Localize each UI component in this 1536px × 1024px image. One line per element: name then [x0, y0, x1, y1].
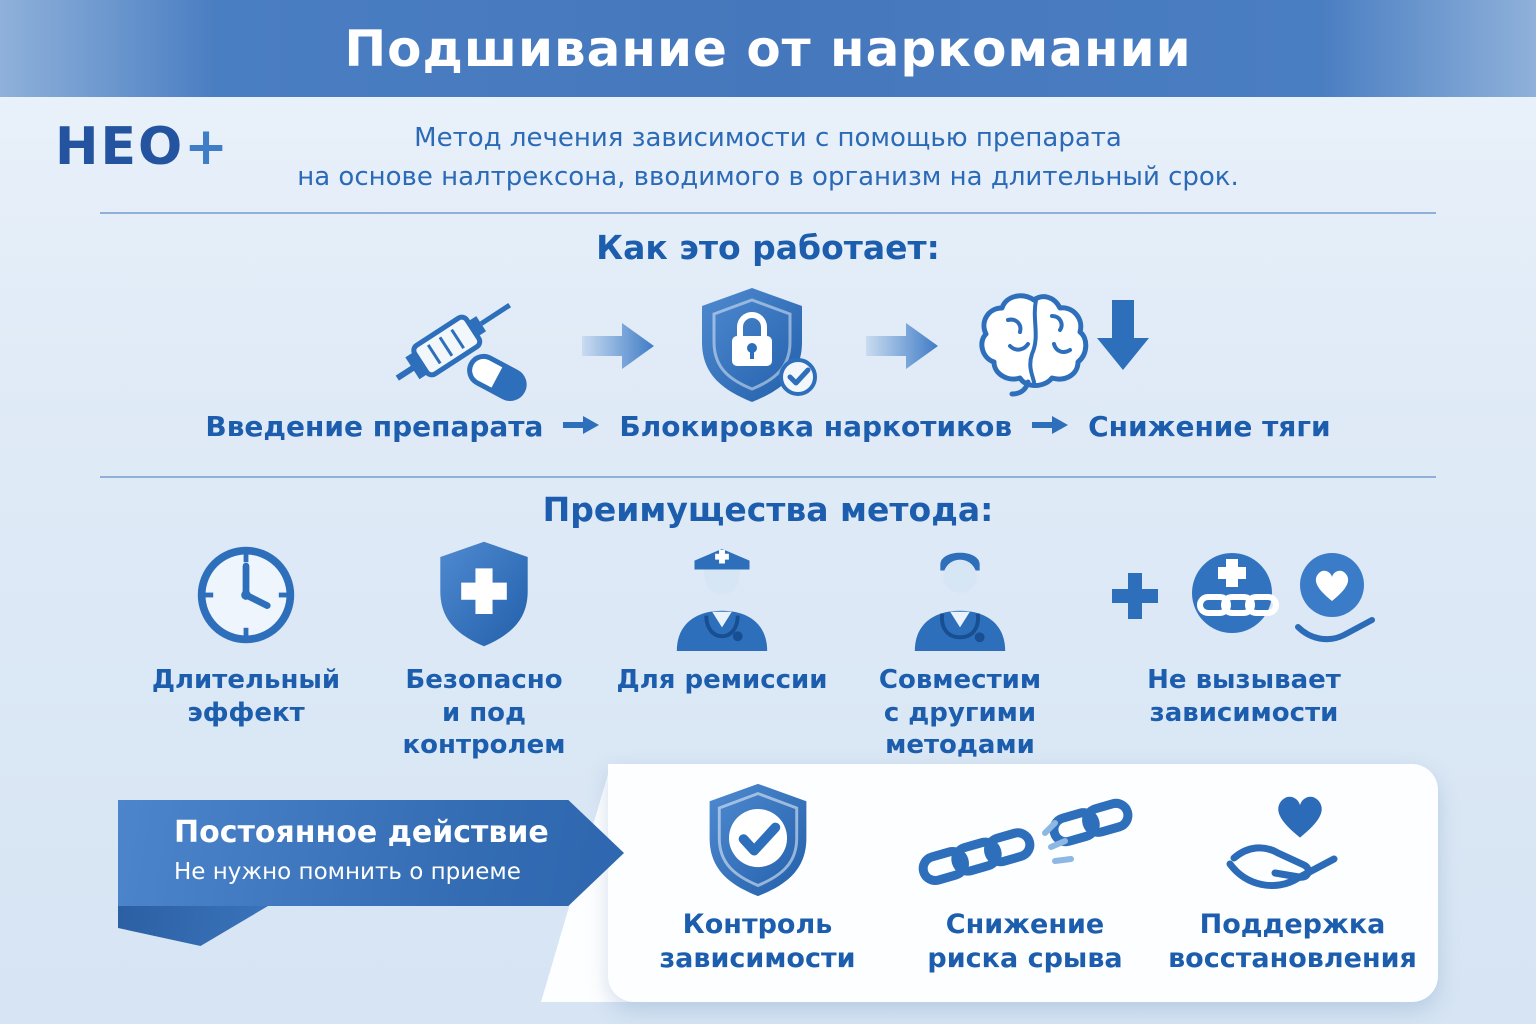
doctor-cap-icon [663, 538, 781, 652]
benefit-recovery: Поддержка восстановления [1165, 776, 1420, 976]
benefit-label: Контроль зависимости [659, 909, 856, 974]
logo-text: НЕО [55, 117, 185, 177]
description-line-2: на основе налтрексона, вводимого в орган… [297, 162, 1239, 192]
advantage-safety: Безопасно и под контролем [375, 538, 593, 762]
doctor-stethoscope-icon [901, 538, 1019, 652]
shield-lock-icon [690, 284, 830, 408]
highlight-ribbon: Постоянное действие Не нужно помнить о п… [118, 800, 624, 906]
page-title: Подшивание от наркомании [344, 19, 1192, 78]
advantage-remission: Для ремиссии [613, 538, 831, 697]
small-arrow-icon [1032, 414, 1069, 440]
intro-section: НЕО+ Метод лечения зависимости с помощью… [0, 97, 1536, 213]
benefit-label: Снижение риска срыва [927, 909, 1123, 974]
step-label-craving: Снижение тяги [1088, 410, 1331, 443]
ribbon-subtitle: Не нужно помнить о приеме [174, 859, 521, 885]
benefit-relapse: Снижение риска срыва [898, 776, 1153, 976]
advantage-duration: Длительный эффект [137, 538, 355, 729]
step-arrow-icon [582, 323, 654, 369]
header-banner: Подшивание от наркомании [0, 0, 1536, 97]
clock-icon [192, 538, 300, 652]
ribbon-fold [118, 906, 268, 946]
advantages-row: Длительный эффект Безопасно и под контро… [0, 538, 1536, 762]
step-label-injection: Введение препарата [205, 410, 544, 443]
advantage-label: Длительный эффект [151, 665, 341, 728]
ribbon-title: Постоянное действие [174, 815, 549, 850]
divider [100, 476, 1436, 478]
step-label-blocking: Блокировка наркотиков [619, 410, 1013, 443]
brain-decrease-icon [974, 288, 1160, 404]
advantages-section: Преимущества метода: Длительный эф [0, 478, 1536, 760]
advantages-heading: Преимущества метода: [542, 490, 994, 529]
bottom-section: Контроль зависимости [0, 758, 1536, 1024]
benefit-control: Контроль зависимости [630, 776, 885, 976]
how-it-works-heading: Как это работает: [596, 228, 940, 267]
broken-chain-icon [915, 776, 1135, 904]
clinic-logo: НЕО+ [55, 117, 230, 177]
logo-plus-icon: + [184, 117, 230, 177]
shield-check-icon [698, 776, 818, 904]
advantage-compatible: Совместим с другими методами [851, 538, 1069, 762]
advantage-label: Безопасно и под контролем [402, 665, 566, 760]
benefits-row: Контроль зависимости [630, 776, 1420, 976]
step-arrow-icon [866, 323, 938, 369]
shield-cross-icon [430, 538, 538, 652]
plus-chain-heart-hand-icon [1094, 538, 1394, 652]
heart-hand-icon [1218, 776, 1368, 904]
divider [100, 212, 1436, 214]
small-arrow-icon [563, 414, 600, 440]
how-it-works-section: Как это работает: [0, 214, 1536, 474]
advantage-label: Совместим с другими методами [878, 665, 1042, 760]
steps-label-row: Введение препарата Блокировка наркотиков… [0, 410, 1536, 443]
description-line-1: Метод лечения зависимости с помощью преп… [414, 123, 1122, 153]
advantage-label: Для ремиссии [616, 665, 828, 695]
syringe-pill-icon [376, 285, 546, 407]
advantage-no-addiction: Не вызывает зависимости [1089, 538, 1399, 729]
steps-icon-row [0, 276, 1536, 416]
method-description: Метод лечения зависимости с помощью преп… [0, 97, 1536, 197]
benefit-label: Поддержка восстановления [1168, 909, 1417, 974]
advantage-label: Не вызывает зависимости [1147, 665, 1341, 728]
